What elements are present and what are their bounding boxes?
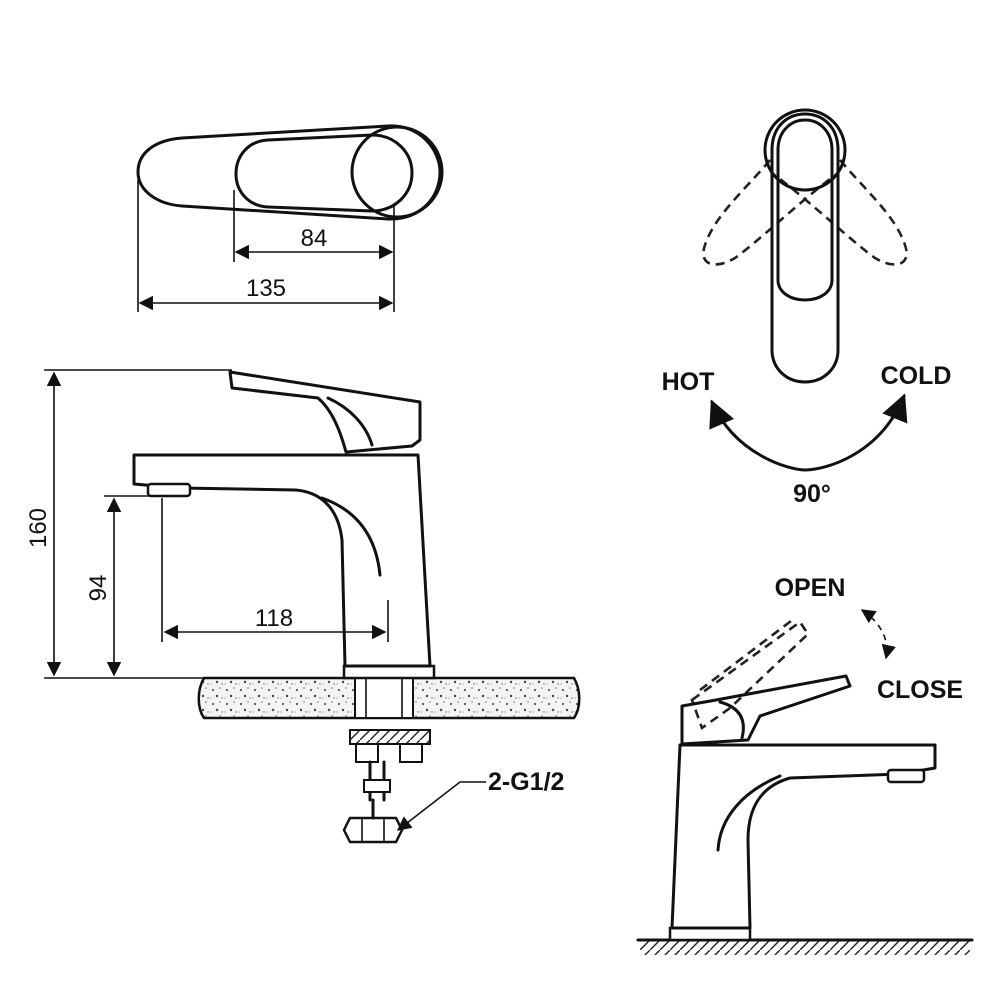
connection-label: 2-G1/2: [488, 768, 564, 796]
side-lever: [228, 370, 422, 454]
base-ring: [342, 664, 436, 680]
lever-closed-position: [680, 674, 852, 746]
angle-label: 90°: [793, 480, 831, 508]
side-view: 2-G1/2 160 94 118: [25, 369, 581, 844]
dimension-94-label: 94: [85, 575, 112, 602]
dimension-118-label: 118: [255, 605, 293, 632]
close-label: CLOSE: [877, 676, 963, 704]
front-lever: [770, 112, 840, 384]
hose-connector-nut: [342, 816, 404, 844]
front-base-disc: [763, 108, 847, 192]
dimension-160-label: 160: [25, 508, 52, 548]
lever-open-position: [690, 620, 810, 731]
floor-hatch: [640, 941, 970, 955]
top-view: 84 135: [136, 124, 444, 312]
body-curve: [320, 496, 382, 577]
under-counter-nut: [349, 729, 431, 745]
top-view-lever-outline: [136, 124, 442, 221]
hot-label: HOT: [662, 368, 715, 396]
open-close-arrow: [860, 609, 896, 660]
dimension-84-label: 84: [301, 225, 328, 252]
open-label: OPEN: [775, 574, 846, 602]
top-view-lever-top: [234, 133, 414, 213]
mounting-shank: [354, 677, 414, 719]
open-close-body: [670, 743, 937, 930]
dimension-135-label: 135: [246, 275, 286, 302]
rotation-diagram: HOT COLD 90°: [662, 108, 952, 508]
lever-position-cold: [774, 159, 908, 266]
lever-position-hot: [702, 159, 836, 266]
connection-leader-line: [396, 781, 486, 831]
faucet-body: [132, 453, 432, 668]
spout-aerator: [146, 482, 192, 498]
rotation-arc: [709, 393, 908, 472]
cold-label: COLD: [881, 362, 952, 390]
open-close-diagram: OPEN CLOSE: [636, 574, 974, 955]
